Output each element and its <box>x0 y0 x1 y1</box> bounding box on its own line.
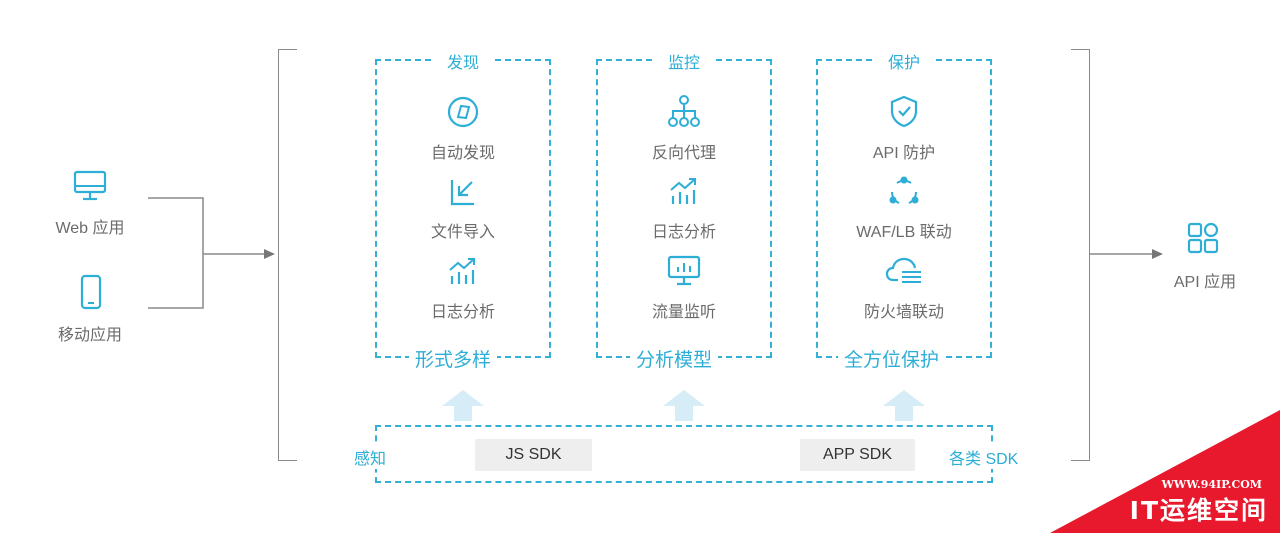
item-auto-discover: 自动发现 <box>430 145 495 162</box>
app-grid-icon <box>1187 222 1219 254</box>
item-firewall-link: 防火墙联动 <box>863 304 944 321</box>
js-sdk-pill: JS SDK <box>475 439 592 471</box>
trend-chart-icon <box>670 178 696 204</box>
column-discover-footer: 形式多样 <box>409 345 498 372</box>
watermark-name: IT运维空间 <box>1129 496 1268 525</box>
source-web-label: Web 应用 <box>55 220 125 237</box>
monitor-icon <box>73 170 107 201</box>
up-arrow-icon <box>883 390 925 421</box>
item-traffic-listen: 流量监听 <box>651 304 716 321</box>
column-monitor-title: 监控 <box>655 49 713 73</box>
item-file-import: 文件导入 <box>430 224 495 241</box>
source-mobile-label: 移动应用 <box>57 327 122 344</box>
column-discover-title: 发现 <box>434 49 492 73</box>
mobile-phone-icon <box>80 274 102 310</box>
column-protect-title: 保护 <box>875 49 933 73</box>
dashboard-screen-icon <box>667 255 701 286</box>
up-arrow-icon <box>442 390 484 421</box>
item-log-analysis: 日志分析 <box>430 304 495 321</box>
sdk-right-label: 各类 SDK <box>943 445 1025 469</box>
cloud-firewall-icon <box>885 257 921 283</box>
item-log-analysis: 日志分析 <box>651 224 716 241</box>
left-bracket <box>278 49 297 461</box>
item-waf-lb-link: WAF/LB 联动 <box>856 224 952 241</box>
sdk-left-label: 感知 <box>348 445 393 469</box>
compass-icon <box>447 96 479 128</box>
target-label: API 应用 <box>1173 274 1237 291</box>
trend-chart-icon <box>449 258 475 284</box>
up-arrow-icon <box>663 390 705 421</box>
item-api-protect: API 防护 <box>872 145 936 162</box>
shield-check-icon <box>890 95 918 128</box>
column-monitor-footer: 分析模型 <box>630 345 719 372</box>
app-sdk-pill: APP SDK <box>800 439 915 471</box>
import-arrow-icon <box>450 180 474 206</box>
sync-cycle-icon <box>889 176 919 204</box>
hierarchy-icon <box>668 95 700 127</box>
watermark-url: WWW.94IP.COM <box>1161 478 1262 491</box>
right-bracket <box>1071 49 1090 461</box>
column-protect-footer: 全方位保护 <box>838 345 946 372</box>
item-reverse-proxy: 反向代理 <box>651 145 716 162</box>
watermark-triangle <box>1050 410 1280 533</box>
